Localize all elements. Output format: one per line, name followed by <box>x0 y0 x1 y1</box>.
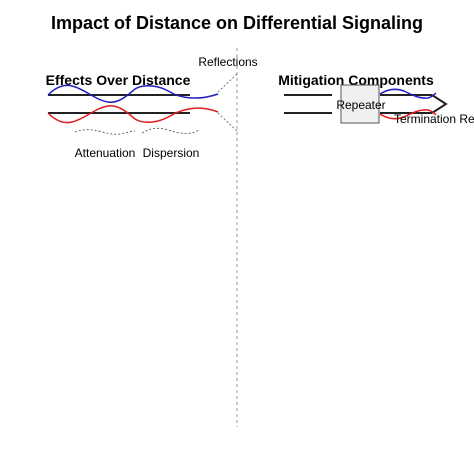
repeater-label: Repeater <box>336 98 385 112</box>
reflections-label: Reflections <box>198 55 257 69</box>
positive-signal-wave <box>47 84 219 104</box>
attenuation-wave <box>74 129 136 135</box>
mitigation-panel: Mitigation Components Repeater Terminati… <box>278 72 474 126</box>
reflection-line-upper <box>217 72 239 93</box>
attenuation-label: Attenuation <box>75 146 136 160</box>
dispersion-wave <box>141 127 201 134</box>
effects-panel: Effects Over Distance Reflections Attenu… <box>46 55 258 160</box>
termination-label: Termination Resistor <box>394 112 474 126</box>
diagram-title: Impact of Distance on Differential Signa… <box>51 13 423 33</box>
repeated-positive-wave <box>379 88 437 99</box>
dispersion-label: Dispersion <box>143 146 200 160</box>
repeater-box <box>340 84 380 124</box>
negative-signal-wave <box>47 104 219 124</box>
repeated-negative-wave <box>379 109 437 120</box>
termination-resistor-symbol <box>431 94 448 114</box>
effects-heading: Effects Over Distance <box>46 72 191 88</box>
reflection-line-lower <box>217 112 239 133</box>
mitigation-heading: Mitigation Components <box>278 72 434 88</box>
